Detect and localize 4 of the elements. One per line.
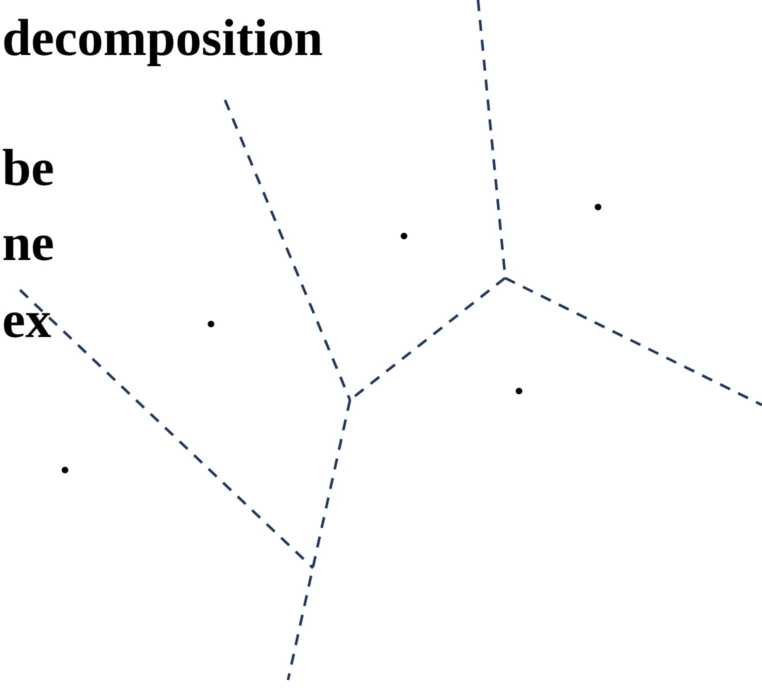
heading-text: decomposition — [4, 18, 322, 66]
heading-text: ex — [4, 312, 51, 338]
heading-text: be — [2, 148, 53, 186]
heading-text: ne — [4, 236, 53, 260]
